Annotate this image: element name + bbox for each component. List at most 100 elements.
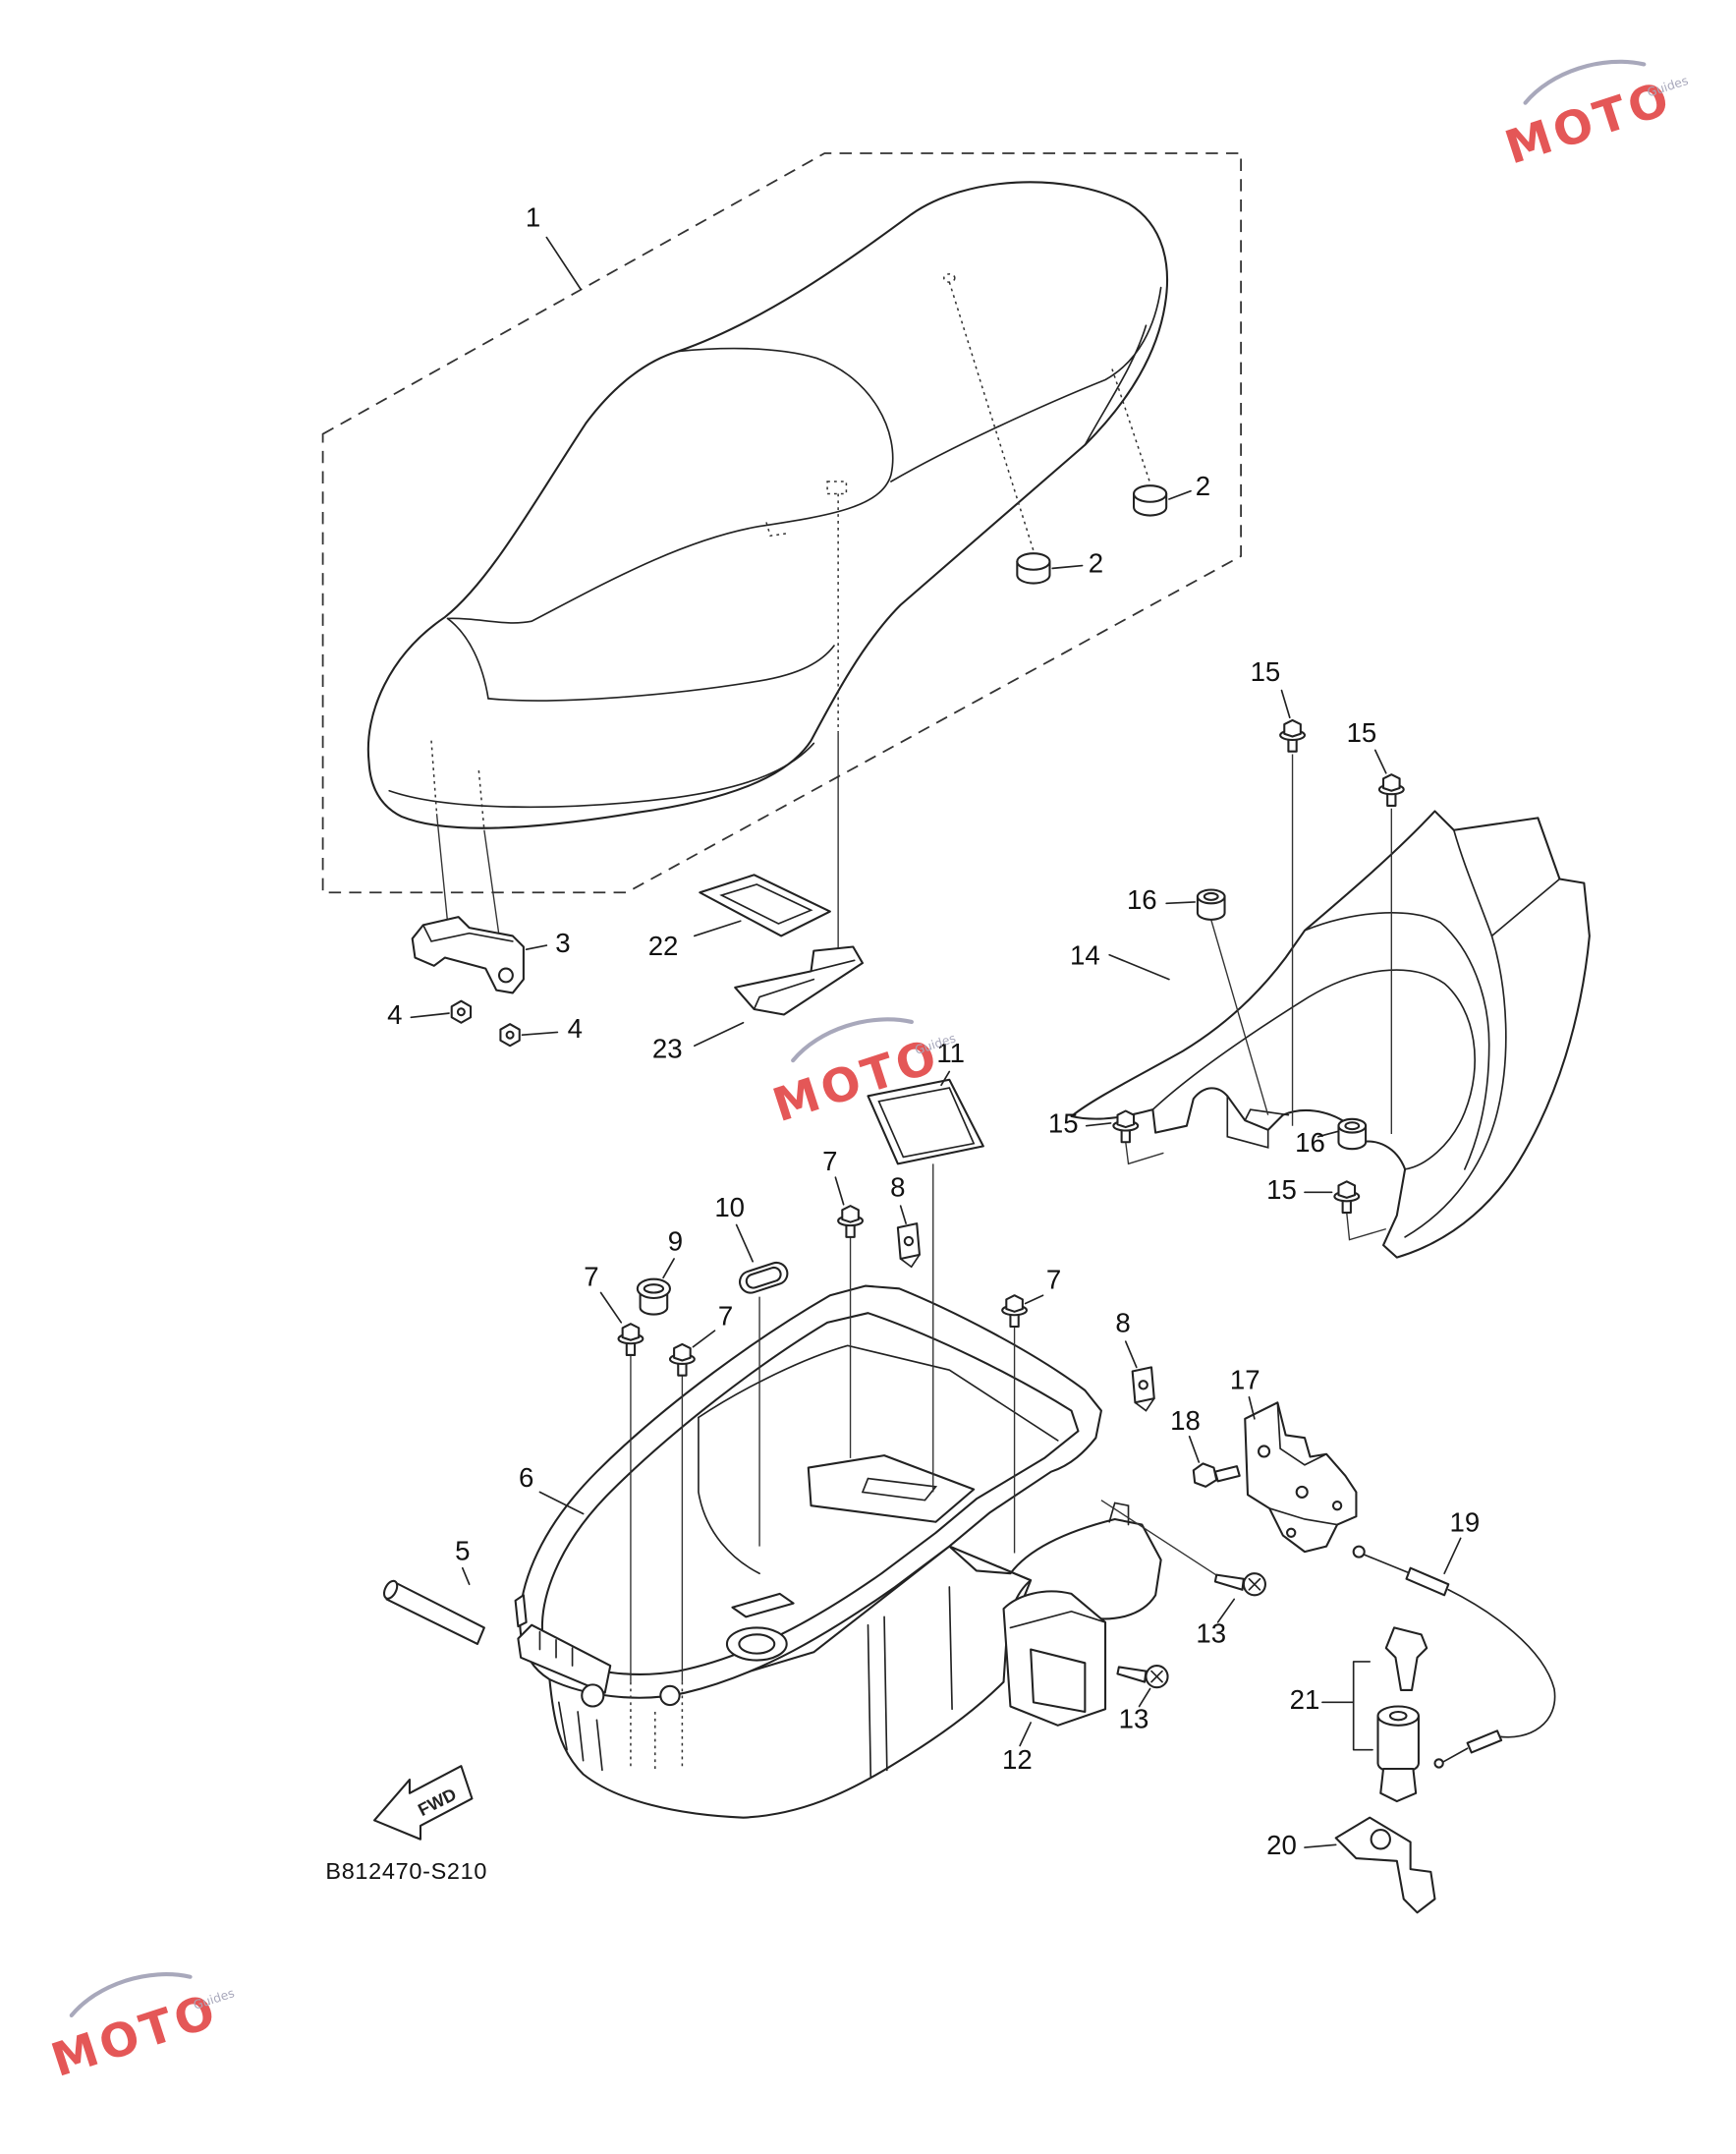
part-7-bolt — [617, 1323, 644, 1357]
leader-line — [693, 920, 742, 937]
callout-label: 13 — [1196, 1618, 1226, 1649]
alignment-line — [1210, 919, 1269, 1115]
mount-leader — [483, 829, 500, 936]
rear-cover-boss — [1226, 1095, 1290, 1149]
callout-label: 10 — [714, 1192, 745, 1222]
callout-label: 6 — [519, 1462, 533, 1493]
plate-outline — [699, 874, 831, 937]
part-1-seat — [366, 181, 1168, 829]
part-2-grommet — [1016, 552, 1051, 585]
callout-labels: 1 2 2 3 4 4 22 23 15 15 16 14 15 16 15 1… — [387, 202, 1480, 1860]
leader-line — [1248, 1395, 1256, 1420]
part-19-cable — [1352, 1545, 1556, 1769]
seat-side-line — [487, 645, 835, 702]
screw-slot — [1150, 1670, 1163, 1683]
leader-line — [1168, 489, 1192, 500]
box-inner-wall — [698, 1344, 1059, 1442]
mount-leader — [477, 769, 485, 830]
leader-line — [735, 1223, 754, 1263]
bracket-edge — [421, 924, 514, 942]
seat-mount-mark — [826, 481, 848, 495]
chute-edge — [1009, 1610, 1106, 1629]
leader-line — [1316, 1130, 1340, 1138]
bracket-outline — [1334, 1816, 1436, 1914]
rear-cover-rim-line — [1452, 828, 1561, 937]
box-inner-wall — [698, 1416, 760, 1575]
bracket-hole — [498, 967, 514, 984]
latch-hole — [1285, 1527, 1297, 1538]
seat-outline — [366, 181, 1168, 829]
rear-cover-tray-line — [1151, 969, 1476, 1170]
part-2-grommet — [1133, 484, 1168, 517]
part-20-bracket — [1334, 1816, 1436, 1914]
watermark-swoosh — [69, 1972, 193, 2018]
callout-label: 9 — [668, 1226, 683, 1257]
part-7-bolt — [837, 1205, 865, 1238]
cable-wire — [1447, 1588, 1556, 1738]
part-8-clip — [1131, 1366, 1155, 1412]
callout-label: 15 — [1347, 717, 1377, 748]
callout-label: 4 — [568, 1013, 583, 1044]
callout-label: 15 — [1266, 1174, 1297, 1205]
bolt-shaft — [1213, 1465, 1241, 1483]
leader-line — [940, 1070, 951, 1087]
watermark-swoosh — [791, 1017, 914, 1063]
callout-label: 4 — [387, 999, 402, 1030]
diagram-reference-code: B812470-S210 — [325, 1858, 487, 1884]
callout-label: 11 — [936, 1038, 965, 1068]
bracket-hole — [1370, 1829, 1391, 1850]
leader-line — [525, 944, 548, 951]
callout-label: 7 — [584, 1262, 598, 1292]
part-18-bolt — [1192, 1462, 1241, 1488]
part-22-plate — [699, 874, 831, 937]
leader-line — [1138, 1687, 1151, 1708]
callout-label: 7 — [718, 1301, 733, 1332]
part-15-bolt — [1377, 773, 1405, 807]
part-16-collar — [1196, 888, 1226, 921]
mount-leader — [430, 740, 438, 815]
seat-skirt-line — [388, 742, 815, 809]
bolt-head — [1192, 1462, 1218, 1488]
cable-wire — [1359, 1552, 1412, 1575]
part-15-bolt — [1112, 1109, 1140, 1144]
callout-label: 7 — [822, 1146, 837, 1176]
cable-ferrule — [1405, 1566, 1450, 1597]
box-rib — [557, 1586, 953, 1779]
leader-line — [1443, 1537, 1462, 1575]
part-16-collar — [1337, 1117, 1368, 1151]
screw-slot — [1248, 1577, 1261, 1591]
mount-leader — [435, 814, 449, 923]
box-drain-hole-inner — [738, 1633, 776, 1655]
leader-line — [1165, 901, 1196, 905]
leader-line — [1085, 1122, 1112, 1127]
part-21-lock-set — [1376, 1626, 1428, 1803]
part-7-bolt — [1001, 1294, 1029, 1329]
part-9-plug — [636, 1277, 672, 1316]
leader-line — [692, 1330, 716, 1348]
chute-opening — [1030, 1648, 1087, 1714]
part-5-hinge-rod — [382, 1579, 485, 1646]
box-step — [807, 1454, 976, 1523]
screw-shaft — [1213, 1573, 1245, 1591]
rear-cover-outline — [1070, 810, 1591, 1259]
latch-edge — [1268, 1401, 1338, 1526]
box-hinge — [517, 1623, 612, 1694]
part-23-clip — [734, 945, 865, 1016]
rod-body — [385, 1580, 485, 1646]
leader-line — [1280, 689, 1291, 719]
callout-label: 1 — [526, 202, 540, 233]
latch-hole — [1258, 1445, 1271, 1458]
part-10-oval-grommet — [739, 1261, 789, 1294]
watermark-swoosh — [1523, 59, 1647, 105]
watermark-logo: MOTO Guides — [45, 1972, 236, 2088]
callout-label: 3 — [555, 928, 570, 958]
leader-line — [1024, 1294, 1044, 1305]
part-13-screw — [1213, 1572, 1266, 1597]
box-hinge-post — [514, 1594, 528, 1628]
watermark-logo: MOTO Guides — [1499, 59, 1690, 176]
latch-outline — [1244, 1401, 1358, 1554]
callout-label: 5 — [455, 1535, 470, 1565]
seat-mount-mark — [765, 522, 790, 538]
callout-label: 19 — [1450, 1506, 1481, 1537]
callout-label: 20 — [1266, 1830, 1297, 1860]
